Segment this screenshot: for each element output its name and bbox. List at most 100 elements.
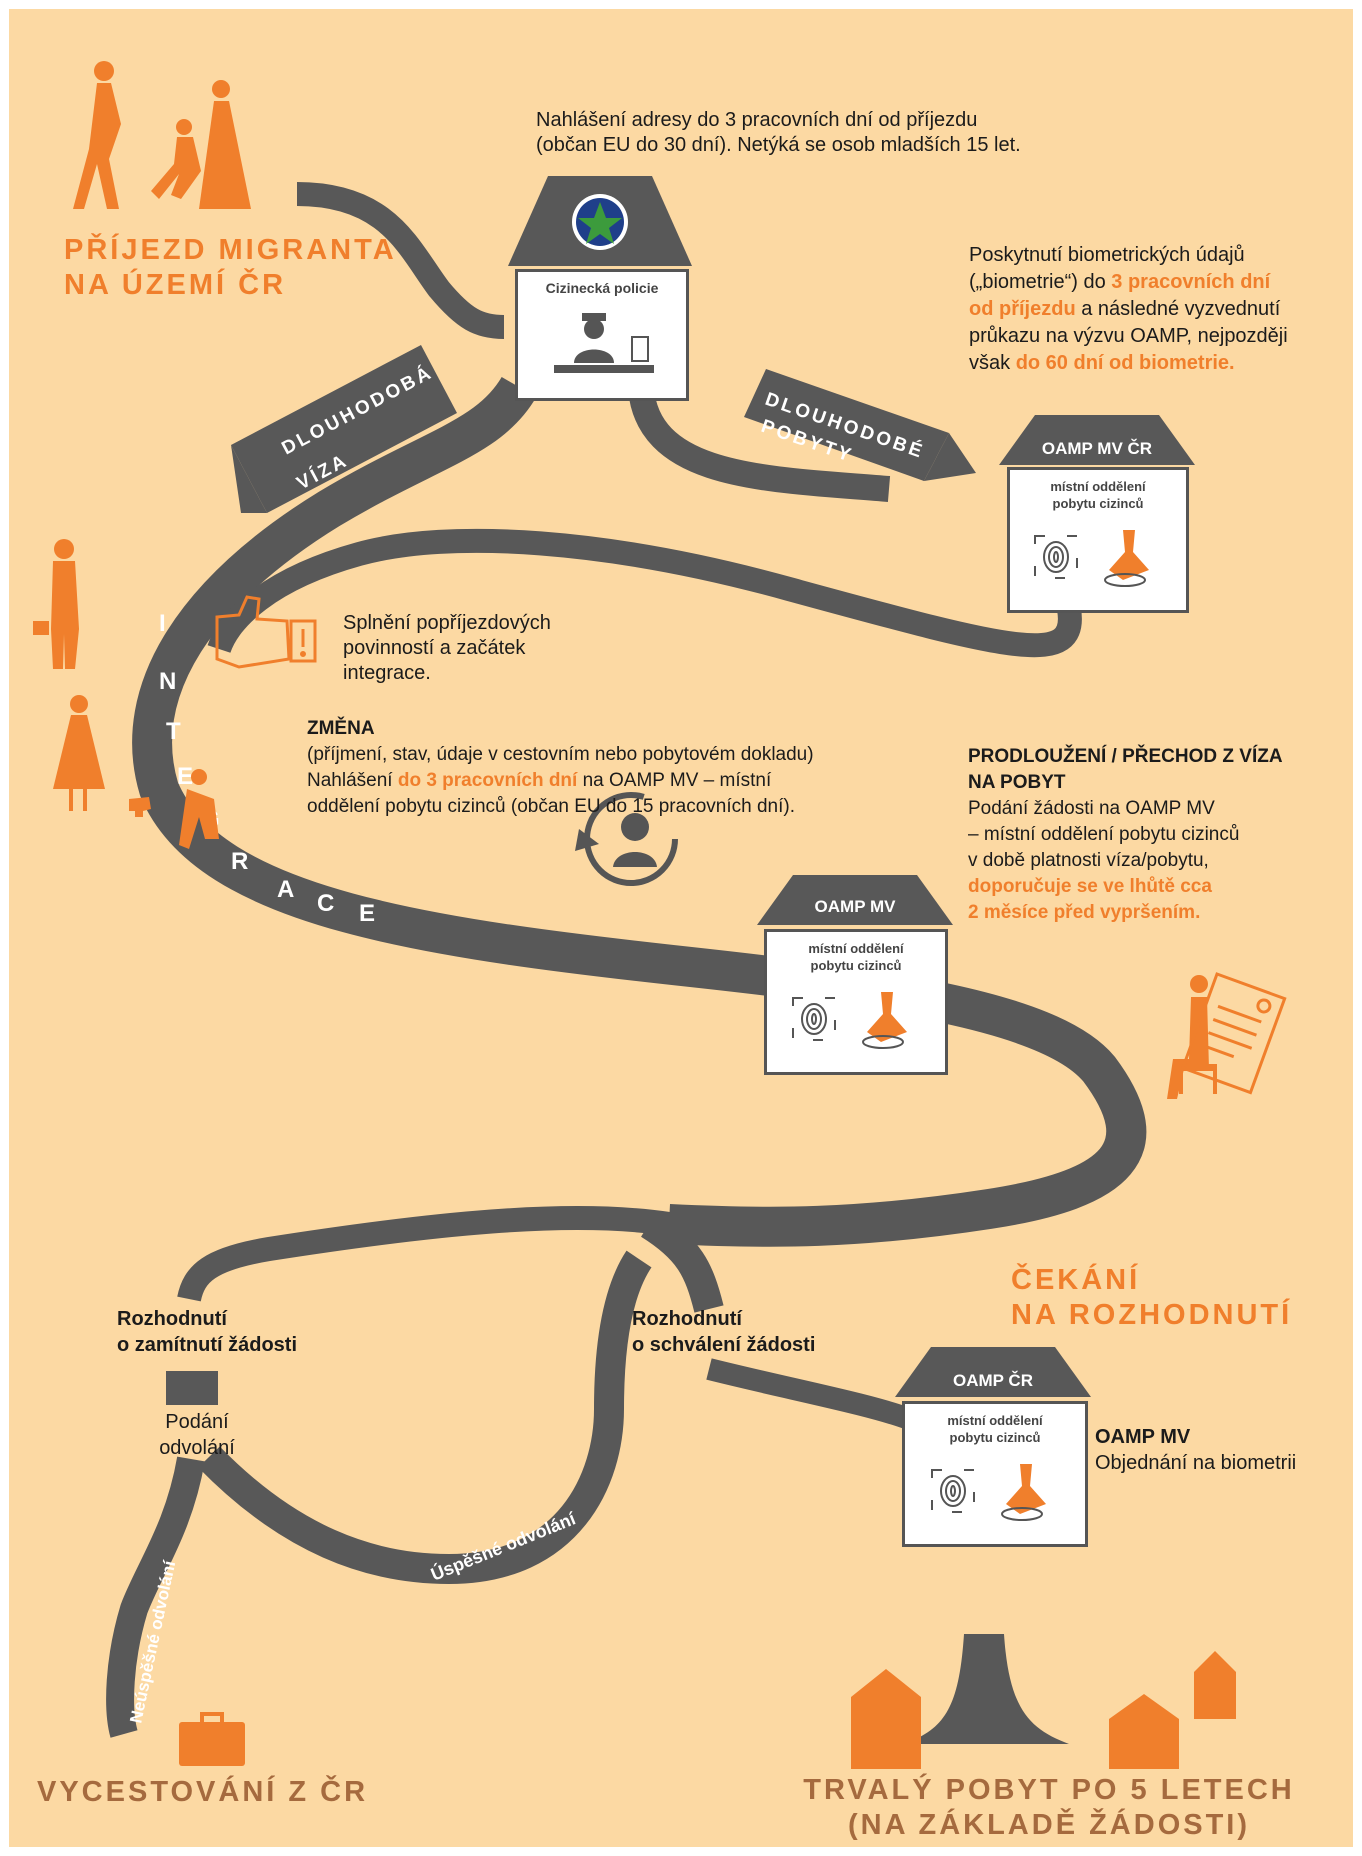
oamp-mid-line1: místní oddělení [808, 941, 904, 956]
change-line3: oddělení pobytu cizinců (občan EU do 15 … [307, 796, 795, 817]
oamp-top-line1: místní oddělení [1050, 479, 1146, 494]
biometrics-line5: však do 60 dní od biometrie. [969, 350, 1349, 377]
road-to-permanent [904, 1634, 1069, 1744]
waiting-line1: ČEKÁNÍ [1011, 1264, 1141, 1296]
police-officer-icon [554, 313, 654, 373]
integration-line2: povinností a začátek [343, 637, 526, 659]
arrival-line2: NA ÚZEMÍ ČR [64, 269, 287, 301]
permanent-title: TRVALÝ POBYT PO 5 LETECH (NA ZÁKLADĚ ŽÁD… [789, 1773, 1309, 1843]
oamp-top-line2: pobytu cizinců [1052, 496, 1144, 511]
extension-line2: – místní oddělení pobytu cizinců [968, 824, 1240, 845]
road-arrival [296, 182, 505, 339]
oamp-top-roof-label: OAMP MV ČR [1041, 439, 1153, 458]
biometrics-line2b: 3 pracovních dní [1111, 271, 1271, 293]
road-loop-back [207, 528, 1082, 658]
oamp-top-label: místní oddělení pobytu cizinců [1010, 478, 1186, 512]
oamp-top-building: místní oddělení pobytu cizinců [1007, 467, 1189, 613]
extension-line3: v době platnosti víza/pobytu, [968, 850, 1209, 871]
long-term-stay-sign: DLOUHODOBÉ POBYTY [744, 369, 976, 481]
oamp-bottom-roof-label: OAMP ČR [953, 1371, 1033, 1390]
oamp-bottom-desc: Objednání na biometrii [1095, 1452, 1297, 1474]
oamp-bottom-roof [895, 1347, 1091, 1397]
oamp-mid-roof-label: OAMP MV [814, 897, 896, 916]
change-line1: (příjmení, stav, údaje v cestovním nebo … [307, 744, 814, 765]
rejection-line1: Rozhodnutí [117, 1308, 227, 1330]
oamp-bottom-line2: pobytu cizinců [949, 1430, 1041, 1445]
biometrics-line2a: („biometrie“) do [969, 271, 1112, 293]
permanent-line2: (NA ZÁKLADĚ ŽÁDOSTI) [847, 1809, 1251, 1841]
oamp-mid-line2: pobytu cizinců [810, 958, 902, 973]
houses-icon [851, 1651, 1236, 1769]
extension-line4: doporučuje se ve lhůtě cca [968, 876, 1212, 897]
change-line2b: do 3 pracovních dní [397, 770, 578, 791]
address-report-text: Nahlášení adresy do 3 pracovních dní od … [536, 108, 1136, 158]
road-long-term-stay [628, 387, 891, 502]
biometrics-line3b: a následné vyzvednutí [1075, 298, 1281, 320]
extension-line5: 2 měsíce před vypršením. [968, 902, 1201, 923]
appeal-text: Podání odvolání [117, 1409, 277, 1461]
police-star-icon [578, 202, 622, 244]
waiting-line2: NA ROZHODNUTÍ [1011, 1299, 1293, 1331]
integration-text: Splnění popříjezdových povinností a začá… [343, 611, 551, 686]
biometrics-text: Poskytnutí biometrických údajů („biometr… [969, 242, 1349, 377]
road-unsuccessful-appeal [106, 1456, 205, 1738]
fingerprint-stamp-icon [931, 1464, 1046, 1521]
biometrics-line1: Poskytnutí biometrických údajů [969, 244, 1245, 266]
road-rejection [177, 1206, 671, 1302]
change-title: ZMĚNA [307, 718, 375, 739]
extension-title1: PRODLOUŽENÍ / PŘECHOD Z VÍZA [968, 746, 1283, 767]
oamp-bottom-title: OAMP MV [1095, 1426, 1191, 1448]
oamp-mid-label: místní oddělení pobytu cizinců [767, 940, 945, 974]
extension-title2: NA POBYT [968, 772, 1066, 793]
oamp-bottom-text: OAMP MV Objednání na biometrii [1095, 1424, 1296, 1476]
people-left-icon [33, 539, 219, 849]
rejection-block [166, 1371, 218, 1405]
thumbs-up-icon [215, 595, 317, 669]
integration-line1: Splnění popříjezdových [343, 612, 551, 634]
road-successful-appeal [198, 1250, 652, 1584]
address-line2: (občan EU do 30 dní). Netýká se osob mla… [536, 134, 1021, 156]
approval-line1: Rozhodnutí [632, 1308, 742, 1330]
arrival-title: PŘÍJEZD MIGRANTA NA ÚZEMÍ ČR [64, 233, 397, 303]
change-person-icon [575, 792, 678, 886]
biometrics-line5a: však [969, 352, 1016, 374]
police-roof [508, 176, 692, 266]
road-to-oamp-bottom [706, 1358, 913, 1430]
police-building: Cizinecká policie [515, 269, 689, 401]
oamp-mid-building: místní oddělení pobytu cizinců [764, 929, 948, 1075]
extension-text: PRODLOUŽENÍ / PŘECHOD Z VÍZA NA POBYT Po… [968, 744, 1348, 926]
permanent-line1: TRVALÝ POBYT PO 5 LETECH [803, 1774, 1295, 1806]
appeal-line2: odvolání [159, 1437, 235, 1459]
road-approval [640, 1211, 724, 1313]
extension-line1: Podání žádosti na OAMP MV [968, 798, 1215, 819]
oamp-top-roof [999, 415, 1195, 465]
change-line2c: na OAMP MV – místní [577, 770, 772, 791]
fingerprint-stamp-icon [1034, 530, 1149, 587]
fingerprint-stamp-icon [792, 992, 907, 1049]
biometrics-line4: průkazu na výzvu OAMP, nejpozději [969, 325, 1288, 347]
oamp-mid-roof [757, 875, 953, 925]
change-text: ZMĚNA (příjmení, stav, údaje v cestovním… [307, 716, 957, 820]
rejection-line2: o zamítnutí žádosti [117, 1334, 297, 1356]
departure-title: VYCESTOVÁNÍ Z ČR [37, 1776, 369, 1808]
family-icon [73, 61, 251, 209]
change-line2a: Nahlášení [307, 770, 398, 791]
document-icon [1180, 972, 1287, 1095]
address-line1: Nahlášení adresy do 3 pracovních dní od … [536, 109, 978, 131]
approval-line2: o schválení žádosti [632, 1334, 816, 1356]
integration-line3: integrace. [343, 662, 431, 684]
long-term-visa-sign: DLOUHODOBÁ VÍZA [231, 345, 457, 513]
waiting-title: ČEKÁNÍ NA ROZHODNUTÍ [1011, 1263, 1292, 1333]
rejection-title: Rozhodnutí o zamítnutí žádosti [117, 1306, 297, 1358]
appeal-line1: Podání [165, 1411, 229, 1433]
change-line2: Nahlášení do 3 pracovních dní na OAMP MV… [307, 768, 957, 794]
approval-title: Rozhodnutí o schválení žádosti [632, 1306, 815, 1358]
police-label: Cizinecká policie [545, 280, 659, 296]
road-integration [132, 376, 1147, 1247]
biometrics-line5b: do 60 dní od biometrie. [1015, 352, 1235, 374]
